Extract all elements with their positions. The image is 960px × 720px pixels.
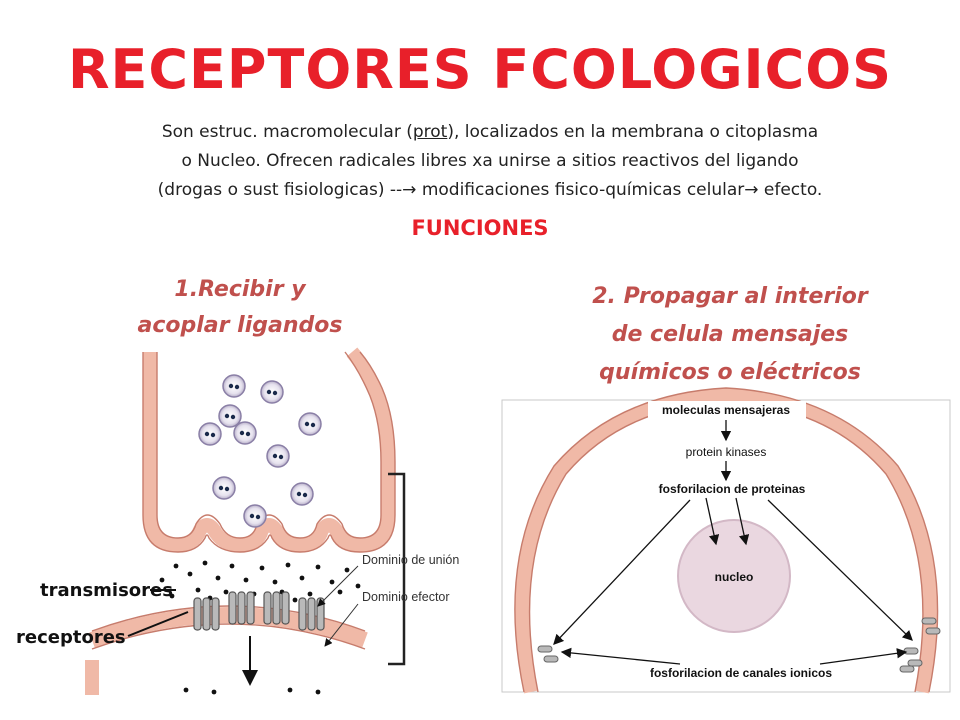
receptor <box>228 591 255 625</box>
arrow-to-nucleus-2 <box>735 497 750 546</box>
effector-domain-leader <box>324 603 359 647</box>
description-line-1: Son estruc. macromolecular (prot), local… <box>161 122 819 142</box>
arrow-to-nucleus-1 <box>705 497 720 546</box>
receptor <box>193 597 220 631</box>
nucleus-label: nucleo <box>715 570 754 584</box>
receptor <box>298 597 325 631</box>
vesicle <box>260 380 284 404</box>
transmitter-dots <box>159 560 361 603</box>
ion-channel <box>925 627 941 635</box>
vesicles <box>198 374 322 528</box>
description: Son estruc. macromolecular (prot), local… <box>90 118 890 205</box>
ion-channel <box>543 655 559 663</box>
nucleus <box>677 519 791 633</box>
cell-membrane <box>515 387 938 694</box>
vesicle <box>212 476 236 500</box>
protein-kinases-label: protein kinases <box>686 445 767 459</box>
bottom-dots <box>183 687 321 695</box>
cell-diagram: moleculas mensajeras protein kinases fos… <box>501 387 951 694</box>
receptors-label: receptores <box>16 627 126 648</box>
vesicle <box>222 374 246 398</box>
arrow-ion-label-right <box>819 648 908 665</box>
arrow-to-right-channel <box>767 499 913 641</box>
vesicle <box>233 421 257 445</box>
binding-domain-label: Dominio de unión <box>362 553 459 567</box>
vesicle <box>298 412 322 436</box>
ion-channel <box>921 617 937 625</box>
page-title: RECEPTORES FCOLOGICOS <box>67 38 893 101</box>
description-line-2: o Nucleo. Ofrecen radicales libres xa un… <box>181 151 799 171</box>
transmitters-label: transmisores <box>40 580 173 601</box>
ion-channel <box>907 659 923 667</box>
vesicle <box>218 404 242 428</box>
vesicle <box>198 422 222 446</box>
ion-channel <box>537 645 553 653</box>
protein-phosphorylation-label: fosforilacion de proteinas <box>659 482 806 496</box>
ion-channel <box>899 665 915 673</box>
function-2-heading: 2. Propagar al interior de celula mensaj… <box>592 284 868 385</box>
bracket-line <box>388 472 406 666</box>
ion-channel <box>903 647 919 655</box>
effector-domain-label: Dominio efector <box>362 590 450 604</box>
binding-domain-leader <box>317 565 359 607</box>
vesicle <box>243 504 267 528</box>
receptor <box>263 591 290 625</box>
funciones-heading: FUNCIONES <box>411 216 549 240</box>
vesicle <box>266 444 290 468</box>
arrow-ion-label-left <box>560 647 681 665</box>
function-1-heading: 1.Recibir y acoplar ligandos <box>137 277 343 338</box>
arrow-to-left-channel <box>553 499 691 645</box>
description-line-3: (drogas o sust fisiologicas) --→ modific… <box>157 180 823 200</box>
messenger-molecules-label: moleculas mensajeras <box>662 403 790 417</box>
presynaptic-membrane <box>143 347 395 552</box>
vesicle <box>290 482 314 506</box>
receptors-leader <box>127 611 189 637</box>
synapse-diagram: Dominio de unión Dominio efector transmi… <box>16 347 459 695</box>
ion-channels <box>537 617 941 673</box>
ion-channel-phosphorylation-label: fosforilacion de canales ionicos <box>650 666 832 680</box>
